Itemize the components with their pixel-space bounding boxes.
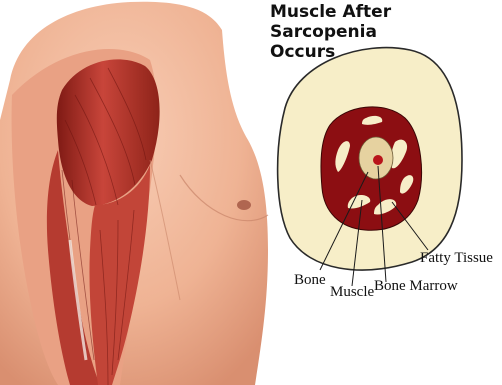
- label-muscle: Muscle: [330, 284, 374, 301]
- bone-marrow: [373, 155, 383, 165]
- label-fatty-tissue: Fatty Tissue: [420, 250, 493, 267]
- label-bone-marrow: Bone Marrow: [374, 278, 458, 295]
- title-line-3: Occurs: [270, 42, 391, 62]
- nipple: [237, 200, 251, 210]
- label-bone: Bone: [294, 272, 326, 289]
- title-line-2: Sarcopenia: [270, 22, 391, 42]
- figure-title: Muscle After Sarcopenia Occurs: [270, 2, 391, 62]
- title-line-1: Muscle After: [270, 2, 391, 22]
